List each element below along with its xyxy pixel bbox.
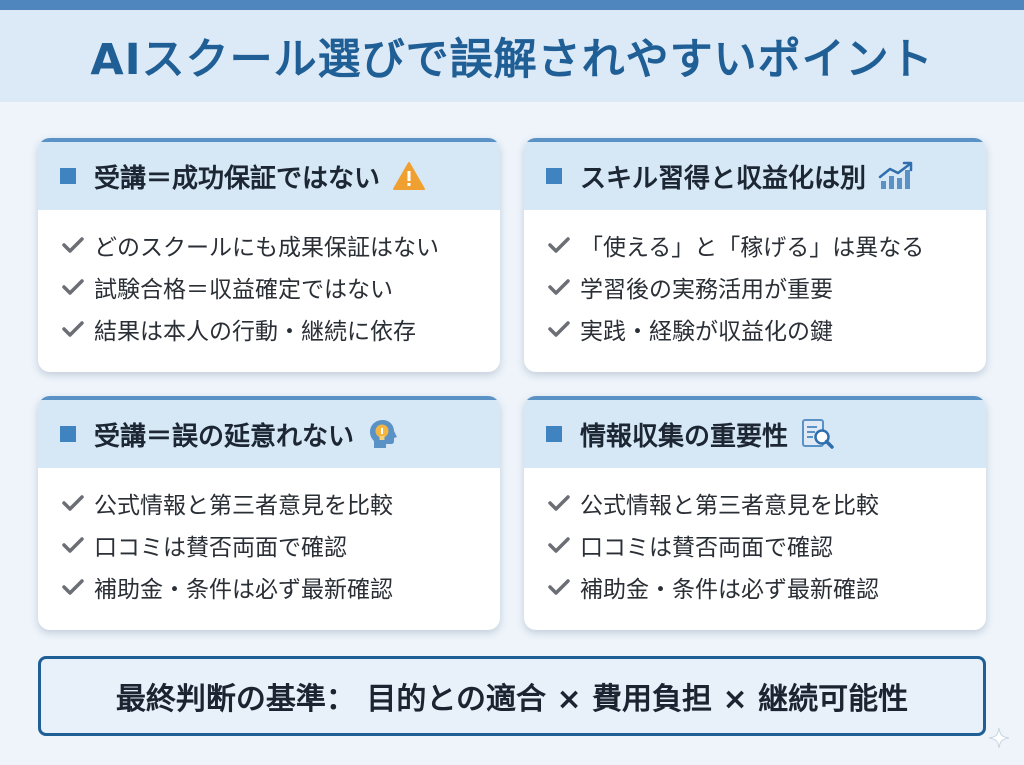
- list-item-text: 補助金・条件は必ず最新確認: [94, 577, 393, 603]
- card-skill-vs-income: スキル習得と収益化は別 「使える」と「稼げる」は異なる 学習後の実務活用が重要 …: [524, 138, 986, 372]
- document-search-icon: [800, 417, 836, 451]
- list-item-text: 口コミは賛否両面で確認: [580, 535, 833, 561]
- decision-criteria-text: 最終判断の基準： 目的との適合 × 費用負担 × 継続可能性: [115, 682, 909, 717]
- check-icon: [62, 578, 90, 596]
- list-item: 口コミは賛否両面で確認: [62, 524, 500, 566]
- card-title: 受講＝誤の延意れない: [94, 421, 355, 452]
- check-icon: [548, 494, 576, 512]
- list-item: 補助金・条件は必ず最新確認: [62, 566, 500, 608]
- square-bullet-icon: [60, 168, 76, 184]
- top-accent-strip: [0, 0, 1024, 10]
- card-information-gathering: 情報収集の重要性 公式情報と第三者意見を比較 口コミは賛否両面で確認 補助金・条…: [524, 396, 986, 630]
- list-item: どのスクールにも成果保証はない: [62, 224, 500, 266]
- list-item-text: 実践・経験が収益化の鍵: [580, 319, 833, 345]
- warning-icon: [392, 161, 426, 191]
- square-bullet-icon: [546, 426, 562, 442]
- list-item-text: 口コミは賛否両面で確認: [94, 535, 347, 561]
- list-item-text: 補助金・条件は必ず最新確認: [580, 577, 879, 603]
- list-item: 公式情報と第三者意見を比較: [548, 482, 986, 524]
- card-success-guarantee: 受講＝成功保証ではない どのスクールにも成果保証はない 試験合格＝収益確定ではな…: [38, 138, 500, 372]
- square-bullet-icon: [546, 168, 562, 184]
- list-item: 公式情報と第三者意見を比較: [62, 482, 500, 524]
- list-item: 試験合格＝収益確定ではない: [62, 266, 500, 308]
- card-title: 情報収集の重要性: [580, 421, 789, 452]
- list-item-text: 結果は本人の行動・継続に依存: [94, 319, 416, 345]
- card-title: 受講＝成功保証ではない: [94, 163, 381, 194]
- card-header: 受講＝成功保証ではない: [38, 138, 500, 210]
- card-misconception: 受講＝誤の延意れない 公式情報と第三者意見を比較 口コミは賛否両面で確認 補助金…: [38, 396, 500, 630]
- card-header: スキル習得と収益化は別: [524, 138, 986, 210]
- card-title: スキル習得と収益化は別: [580, 163, 867, 194]
- list-item-text: 公式情報と第三者意見を比較: [94, 493, 393, 519]
- card-header: 情報収集の重要性: [524, 396, 986, 468]
- list-item: 学習後の実務活用が重要: [548, 266, 986, 308]
- check-icon: [548, 578, 576, 596]
- page-title: AIスクール選びで誤解されやすいポイント: [90, 35, 934, 85]
- check-icon: [548, 236, 576, 254]
- check-icon: [62, 320, 90, 338]
- list-item: 口コミは賛否両面で確認: [548, 524, 986, 566]
- check-icon: [62, 236, 90, 254]
- check-icon: [548, 536, 576, 554]
- list-item-text: 公式情報と第三者意見を比較: [580, 493, 879, 519]
- decision-criteria-box: 最終判断の基準： 目的との適合 × 費用負担 × 継続可能性: [38, 656, 986, 736]
- growth-chart-icon: [878, 161, 914, 191]
- head-idea-icon: [366, 417, 400, 451]
- list-item-text: 試験合格＝収益確定ではない: [94, 277, 393, 303]
- list-item: 結果は本人の行動・継続に依存: [62, 308, 500, 350]
- list-item-text: 学習後の実務活用が重要: [580, 277, 833, 303]
- square-bullet-icon: [60, 426, 76, 442]
- list-item: 実践・経験が収益化の鍵: [548, 308, 986, 350]
- list-item-text: 「使える」と「稼げる」は異なる: [580, 235, 925, 261]
- page-header: AIスクール選びで誤解されやすいポイント: [0, 10, 1024, 102]
- check-icon: [62, 536, 90, 554]
- check-icon: [62, 494, 90, 512]
- check-icon: [548, 320, 576, 338]
- card-header: 受講＝誤の延意れない: [38, 396, 500, 468]
- sparkle-icon: [988, 727, 1010, 753]
- check-icon: [62, 278, 90, 296]
- list-item-text: どのスクールにも成果保証はない: [94, 235, 439, 261]
- list-item: 補助金・条件は必ず最新確認: [548, 566, 986, 608]
- list-item: 「使える」と「稼げる」は異なる: [548, 224, 986, 266]
- check-icon: [548, 278, 576, 296]
